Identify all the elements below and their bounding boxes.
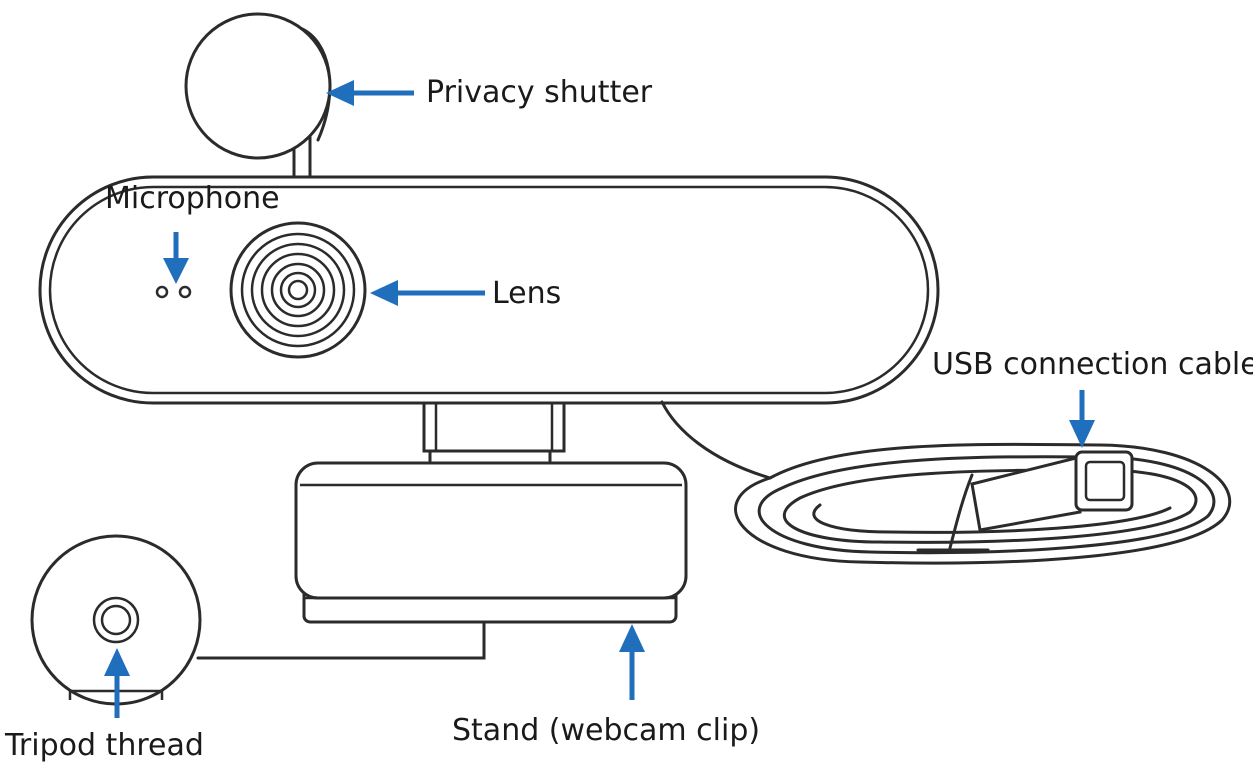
arrow-usb-cable — [1069, 390, 1095, 448]
arrow-stand — [619, 624, 645, 700]
label-lens: Lens — [492, 276, 561, 311]
lens — [229, 221, 367, 359]
stand-clip — [294, 461, 688, 624]
arrow-microphone — [163, 232, 189, 284]
label-stand: Stand (webcam clip) — [452, 713, 760, 748]
hinge — [422, 401, 566, 467]
label-microphone: Microphone — [105, 181, 280, 216]
microphone-holes — [155, 285, 192, 299]
arrow-tripod-thread — [104, 648, 130, 718]
label-tripod-thread: Tripod thread — [4, 728, 204, 762]
arrow-privacy-shutter — [326, 80, 414, 106]
arrow-lens — [370, 280, 485, 306]
privacy-shutter — [184, 12, 332, 182]
label-usb-cable: USB connection cable — [932, 347, 1253, 382]
label-privacy-shutter: Privacy shutter — [426, 75, 653, 110]
usb-cable — [660, 400, 1232, 565]
